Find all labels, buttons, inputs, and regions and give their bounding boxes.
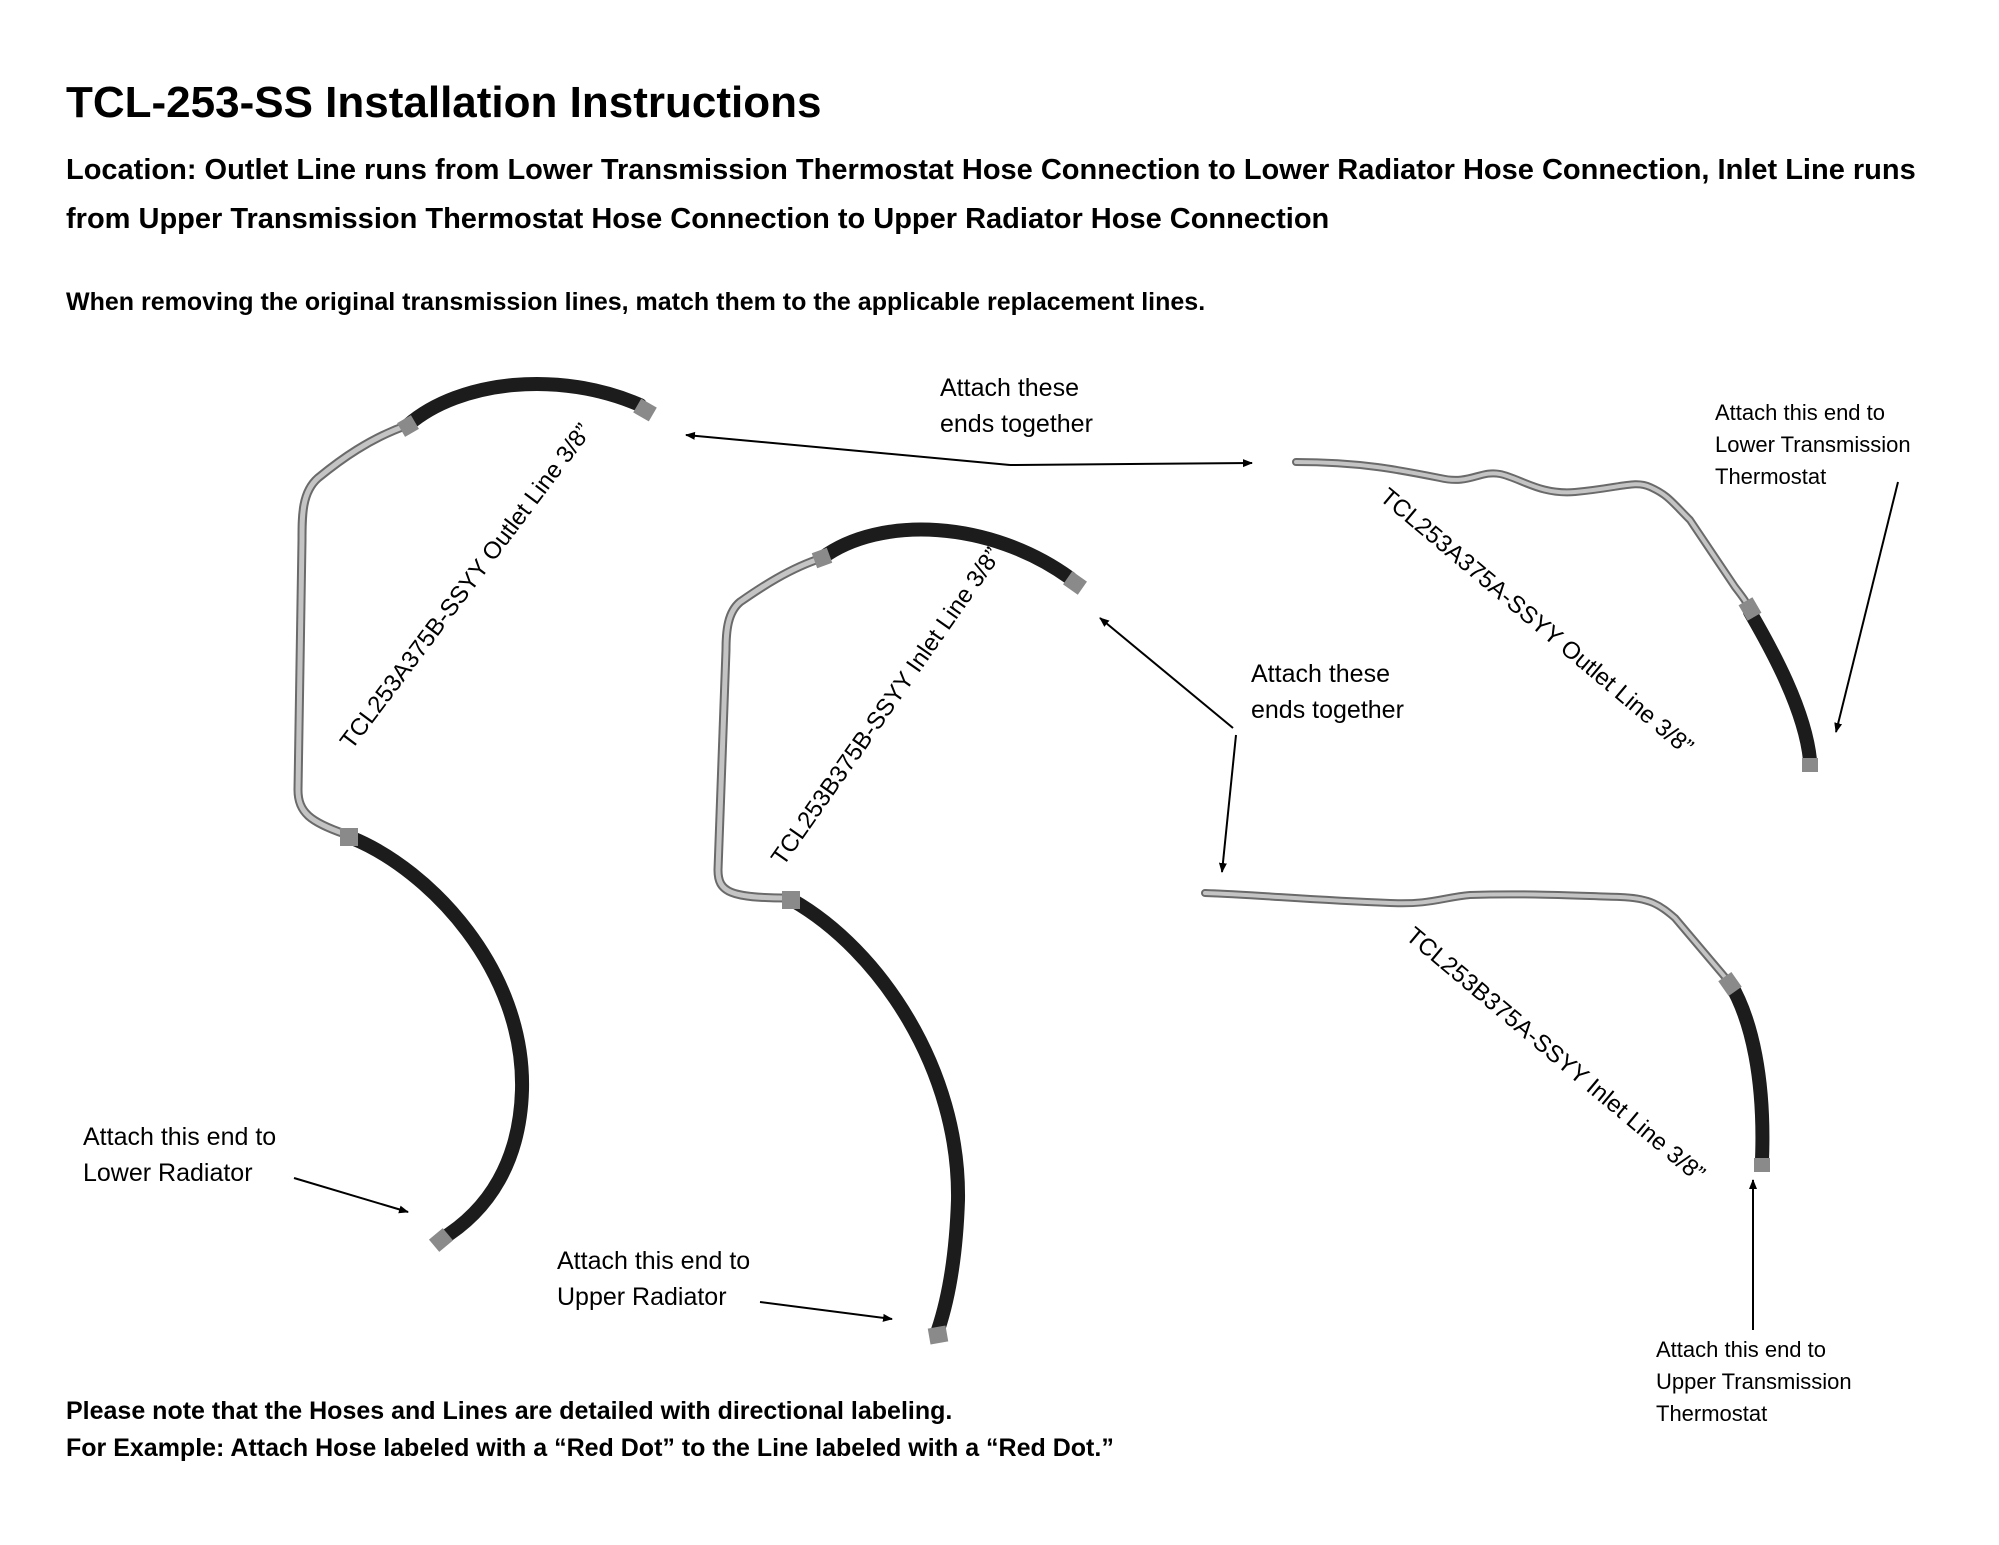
arrow-mid-join-up	[1099, 617, 1234, 729]
labeling-note: Please note that the Hoses and Lines are…	[66, 1393, 1114, 1467]
outlet-line-b-upper-hose	[401, 376, 647, 432]
fitting-icon	[1063, 571, 1087, 595]
arrow-top-join-right	[1009, 459, 1253, 468]
outlet-line-b	[293, 376, 657, 1252]
callout-upper-transmission: Attach this end to Upper Transmission Th…	[1656, 1337, 1852, 1426]
fitting-icon	[927, 1325, 949, 1345]
arrow-lower-radiator	[293, 1177, 409, 1214]
callout-mid-join: Attach these ends together	[1251, 660, 1404, 724]
inlet-line-b-lower-hose	[785, 893, 966, 1337]
fitting-icon	[428, 1228, 454, 1252]
fitting-icon	[1754, 1158, 1770, 1172]
outlet-line-b-metal	[293, 420, 413, 839]
outlet-line-a-hose	[1743, 605, 1817, 767]
arrow-mid-join-down	[1218, 734, 1237, 873]
fitting-icon	[1738, 597, 1762, 621]
note-line-1: Please note that the Hoses and Lines are…	[66, 1397, 953, 1425]
inlet-line-b-upper-hose	[815, 522, 1077, 585]
inlet-line-a	[1201, 889, 1770, 1172]
instruction-text: When removing the original transmission …	[66, 288, 1206, 316]
callout-top-join: Attach these ends together	[940, 374, 1093, 438]
arrow-lower-trans	[1834, 481, 1899, 733]
inlet-line-b	[713, 522, 1087, 1345]
outlet-line-b-lower-hose	[345, 831, 530, 1247]
callout-upper-radiator: Attach this end to Upper Radiator	[557, 1247, 751, 1311]
fitting-icon	[1802, 758, 1818, 772]
arrow-top-join-left	[685, 431, 1011, 466]
callout-lower-radiator: Attach this end to Lower Radiator	[83, 1123, 277, 1187]
outlet-line-a-metal	[1292, 458, 1754, 616]
fitting-icon	[633, 398, 657, 422]
inlet-line-a-hose	[1723, 976, 1770, 1167]
callout-arrows	[293, 431, 1899, 1330]
fitting-icon	[397, 415, 419, 437]
callout-lower-transmission: Attach this end to Lower Transmission Th…	[1715, 400, 1911, 489]
page-title: TCL-253-SS Installation Instructions	[66, 78, 822, 127]
fitting-icon	[811, 547, 833, 569]
outlet-line-a	[1292, 458, 1818, 772]
arrow-upper-radiator	[759, 1301, 893, 1322]
fitting-icon	[340, 828, 358, 846]
fitting-icon	[782, 891, 800, 909]
note-line-2: For Example: Attach Hose labeled with a …	[66, 1434, 1114, 1462]
location-description: Location: Outlet Line runs from Lower Tr…	[66, 154, 1916, 235]
fitting-icon	[1718, 972, 1742, 996]
